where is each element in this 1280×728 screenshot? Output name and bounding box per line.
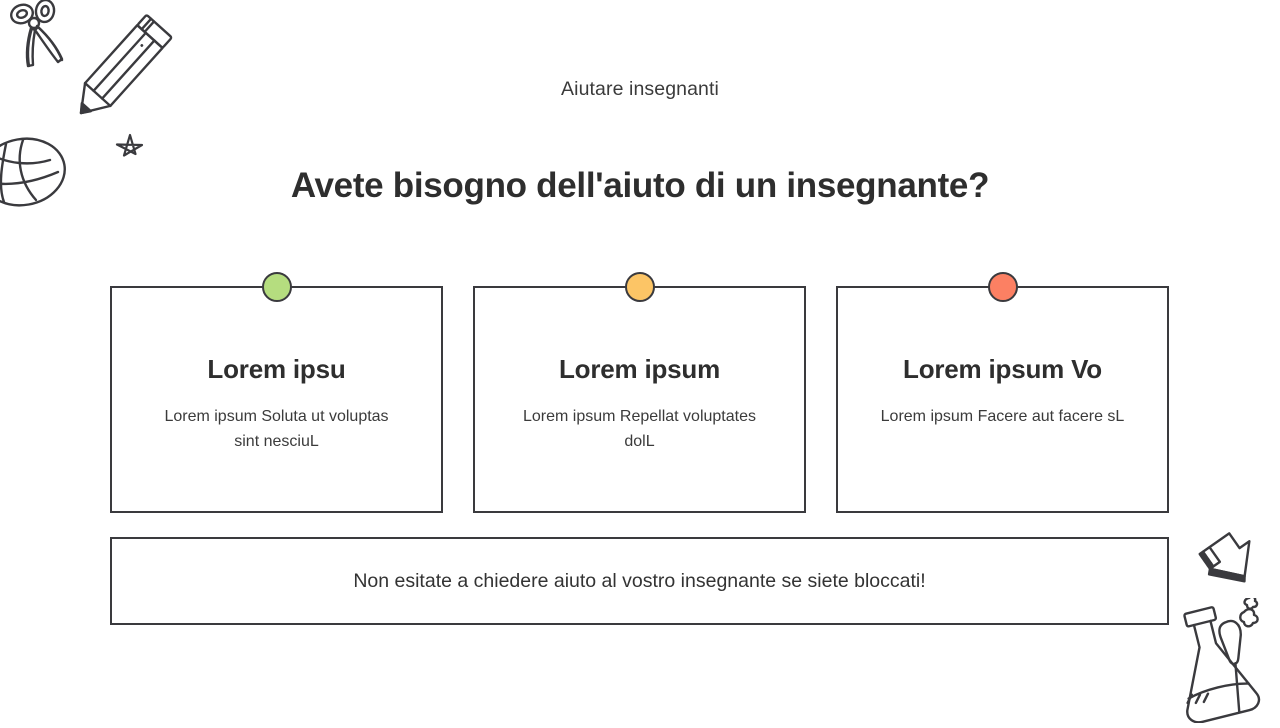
card-body: Lorem ipsum Soluta ut voluptas sint nesc… <box>164 408 389 451</box>
callout-banner-text: Non esitate a chiedere aiuto al vostro i… <box>353 569 926 592</box>
cards-row: Lorem ipsu Lorem ipsum Soluta ut volupta… <box>110 272 1169 513</box>
callout-banner: Non esitate a chiedere aiuto al vostro i… <box>110 537 1169 625</box>
card-title: Lorem ipsu <box>207 354 346 384</box>
slide-eyebrow: Aiutare insegnanti <box>561 78 719 100</box>
card-1[interactable]: Lorem ipsu Lorem ipsum Soluta ut volupta… <box>110 272 443 513</box>
flask-icon <box>1152 595 1280 728</box>
scissors-icon <box>4 0 74 81</box>
card-body: Lorem ipsum Facere aut facere sL <box>880 408 1125 425</box>
status-dot-green <box>261 272 292 302</box>
card-3[interactable]: Lorem ipsum Vo Lorem ipsum Facere aut fa… <box>836 272 1169 513</box>
card-body: Lorem ipsum Repellat voluptates dolL <box>522 408 756 451</box>
cursor-arrow-icon <box>1196 527 1276 607</box>
status-dot-yellow <box>624 272 655 302</box>
card-2[interactable]: Lorem ipsum Lorem ipsum Repellat volupta… <box>473 272 806 513</box>
pencil-icon <box>55 5 190 145</box>
card-title: Lorem ipsum Vo <box>903 354 1102 384</box>
page-title: Avete bisogno dell'aiuto di un insegnant… <box>290 166 990 206</box>
status-dot-coral <box>987 272 1018 302</box>
card-title: Lorem ipsum <box>558 354 721 384</box>
